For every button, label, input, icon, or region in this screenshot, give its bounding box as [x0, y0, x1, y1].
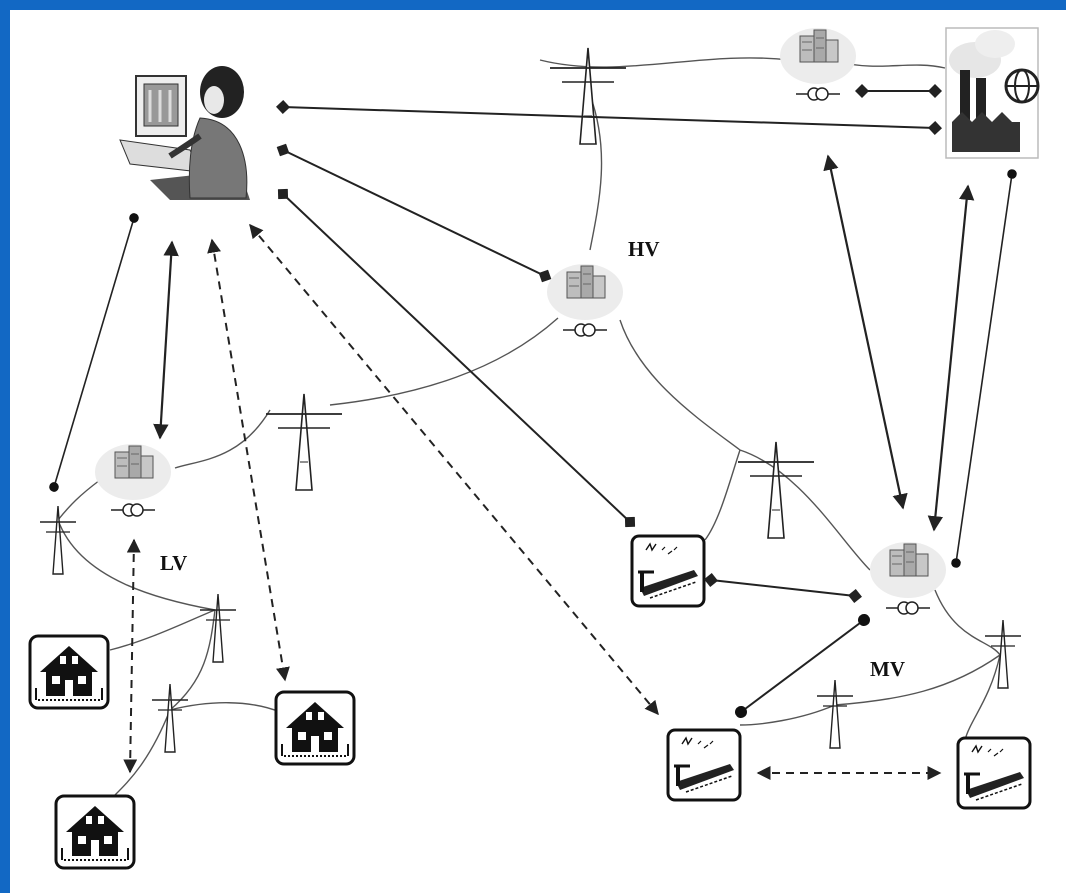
house-icon	[54, 794, 136, 870]
transmission-tower-icon	[816, 679, 854, 749]
substation-transformer-icon	[94, 443, 172, 517]
industrial-load-icon	[956, 736, 1032, 810]
substation-transformer-icon	[779, 27, 857, 101]
transmission-tower-icon	[39, 505, 77, 575]
house-icon	[274, 690, 356, 766]
transmission-tower-icon	[199, 593, 237, 663]
substation-transformer-icon	[869, 541, 947, 615]
transmission-tower-icon	[151, 683, 189, 753]
transmission-tower-icon	[984, 619, 1022, 689]
computer-operator-icon	[119, 66, 250, 200]
lv-label: LV	[160, 551, 187, 575]
mv-label: MV	[870, 657, 905, 681]
hv-label: HV	[628, 237, 660, 261]
power-plant-icon	[945, 27, 1040, 159]
transmission-tower-icon	[265, 393, 343, 491]
house-icon	[28, 634, 110, 710]
transmission-tower-icon	[737, 441, 815, 539]
industrial-load-icon	[630, 534, 706, 608]
substation-transformer-icon	[546, 263, 624, 337]
industrial-load-icon	[666, 728, 742, 802]
transmission-tower-icon	[549, 47, 627, 145]
wireless-links	[123, 223, 942, 780]
